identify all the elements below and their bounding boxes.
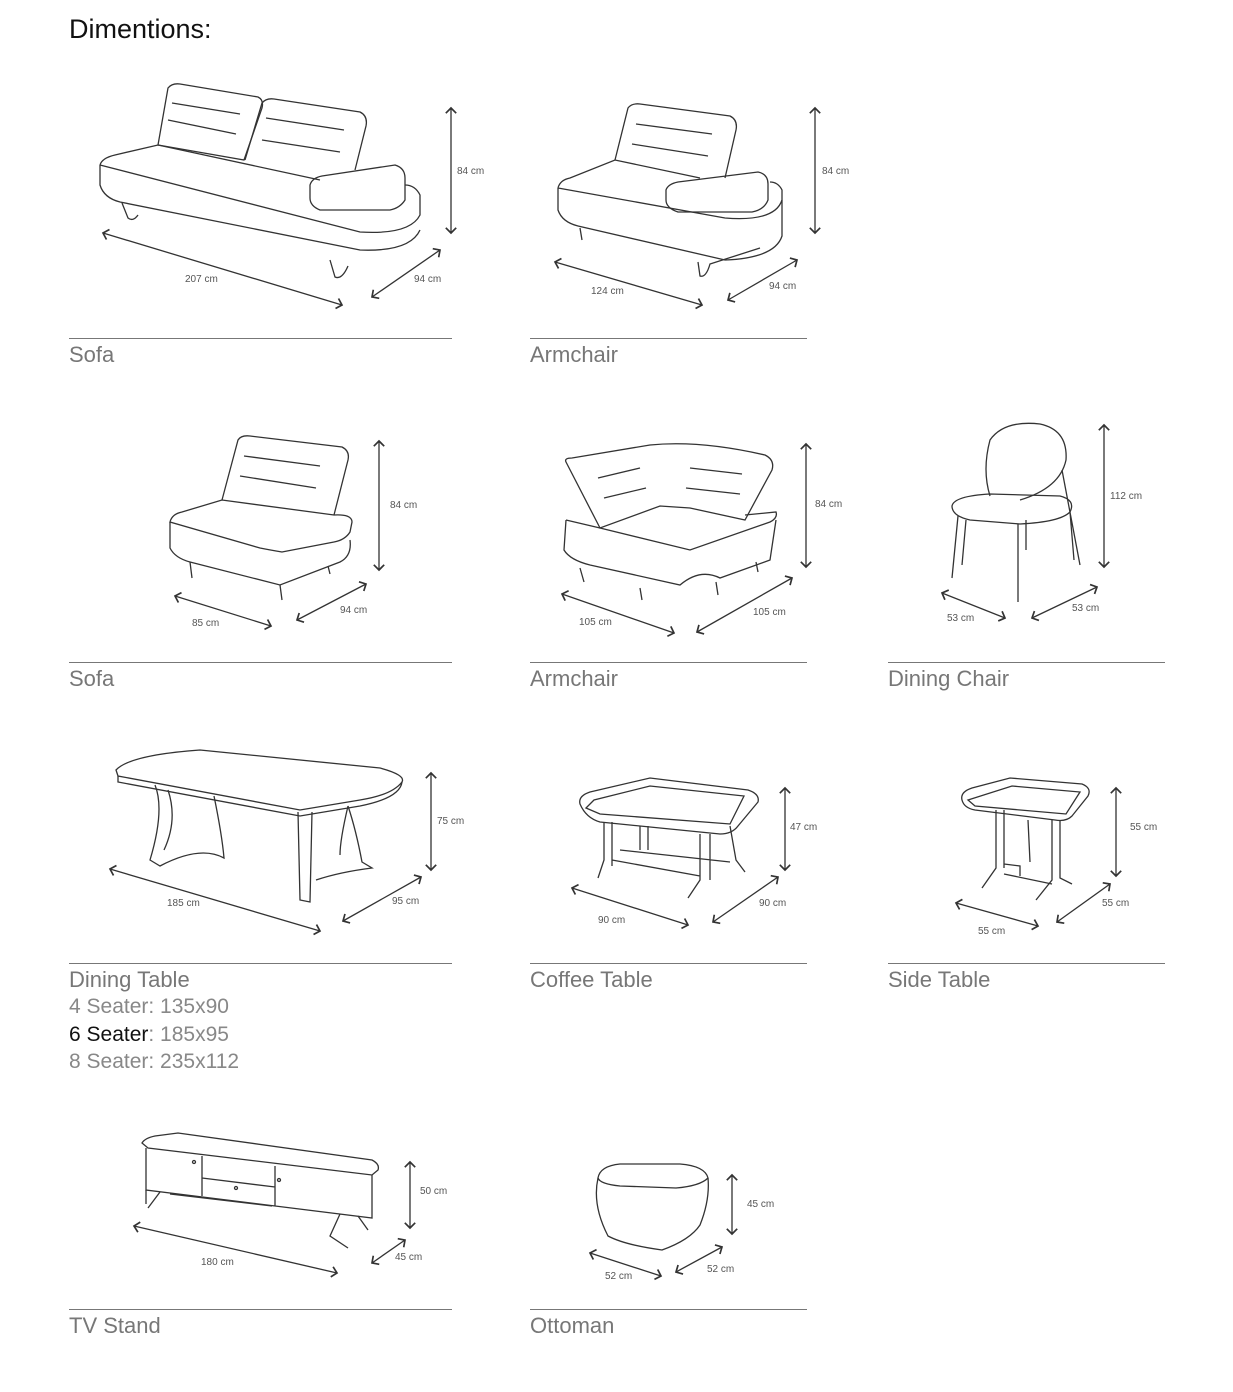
- dining-chair-drawing: [951, 422, 1081, 602]
- divider: [530, 338, 807, 339]
- width-label: 124 cm: [591, 286, 624, 297]
- dimension-arrows: [101, 106, 1122, 1281]
- item-title: Ottoman: [530, 1313, 615, 1338]
- depth-label: 95 cm: [392, 896, 420, 907]
- item-title: Armchair: [530, 342, 619, 367]
- height-label: 50 cm: [420, 1186, 448, 1197]
- dining-table-drawing: [115, 749, 404, 903]
- page-heading: Dimentions:: [69, 14, 212, 44]
- width-label: 90 cm: [598, 915, 626, 926]
- variant-4-seater: 4 Seater: 135x90: [69, 995, 229, 1018]
- divider: [530, 963, 807, 964]
- depth-label: 52 cm: [707, 1264, 735, 1275]
- height-label: 84 cm: [457, 166, 485, 177]
- width-label: 85 cm: [192, 618, 220, 629]
- dining-table-variants: 4 Seater: 135x90 6 Seater: 185x95 8 Seat…: [69, 993, 239, 1076]
- depth-label: 53 cm: [1072, 603, 1100, 614]
- item-title: Sofa: [69, 666, 115, 691]
- divider: [69, 1309, 452, 1310]
- divider: [530, 662, 807, 663]
- depth-label: 105 cm: [753, 607, 786, 618]
- item-title: Side Table: [888, 967, 991, 992]
- height-label: 47 cm: [790, 822, 818, 833]
- height-label: 75 cm: [437, 816, 465, 827]
- depth-label: 94 cm: [769, 281, 797, 292]
- coffee-table-drawing: [579, 777, 759, 899]
- corner-armchair-drawing: [563, 443, 778, 601]
- width-label: 207 cm: [185, 274, 218, 285]
- height-label: 84 cm: [822, 166, 850, 177]
- divider: [888, 662, 1165, 663]
- width-label: 55 cm: [978, 926, 1006, 937]
- item-title: Dining Table: [69, 967, 190, 992]
- ottoman-drawing: [595, 1163, 709, 1251]
- variant-8-seater: 8 Seater: 235x112: [69, 1050, 240, 1073]
- single-sofa-drawing: [169, 435, 353, 601]
- item-title: TV Stand: [69, 1313, 161, 1338]
- width-label: 52 cm: [605, 1271, 633, 1282]
- depth-label: 45 cm: [395, 1252, 423, 1263]
- divider: [888, 963, 1165, 964]
- divider: [530, 1309, 807, 1310]
- depth-label: 94 cm: [340, 605, 368, 616]
- height-label: 112 cm: [1110, 491, 1143, 502]
- width-label: 53 cm: [947, 613, 975, 624]
- width-label: 180 cm: [201, 1257, 234, 1268]
- height-label: 84 cm: [390, 500, 418, 511]
- depth-label: 90 cm: [759, 898, 787, 909]
- divider: [69, 662, 452, 663]
- height-label: 45 cm: [747, 1199, 775, 1210]
- height-label: 55 cm: [1130, 822, 1158, 833]
- item-title: Dining Chair: [888, 666, 1010, 691]
- depth-label: 55 cm: [1102, 898, 1130, 909]
- divider: [69, 963, 452, 964]
- side-table-drawing: [961, 777, 1090, 901]
- variant-6-seater: 6 Seater: 185x95: [69, 1022, 229, 1046]
- divider: [69, 338, 452, 339]
- item-title: Coffee Table: [530, 967, 653, 992]
- armchair-drawing: [557, 103, 783, 277]
- tv-stand-drawing: [141, 1132, 380, 1249]
- item-title: Armchair: [530, 666, 619, 691]
- item-title: Sofa: [69, 342, 115, 367]
- width-label: 105 cm: [579, 617, 612, 628]
- width-label: 185 cm: [167, 898, 200, 909]
- height-label: 84 cm: [815, 499, 843, 510]
- sofa-drawing: [99, 83, 421, 279]
- depth-label: 94 cm: [414, 274, 442, 285]
